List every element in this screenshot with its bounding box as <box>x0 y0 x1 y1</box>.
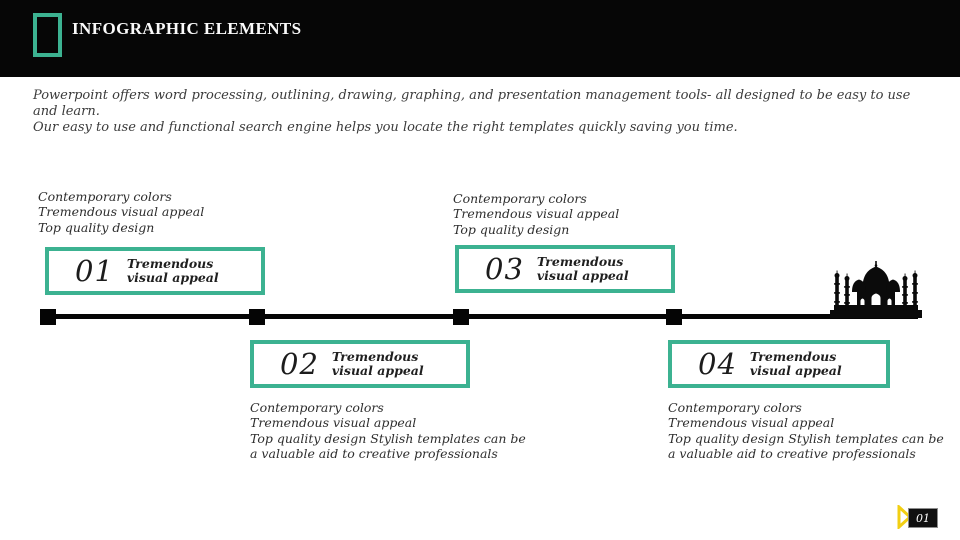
page-number-badge: 01 <box>908 508 938 528</box>
note-line: Contemporary colors <box>38 189 172 204</box>
step-number: 03 <box>485 251 524 286</box>
timeline-box-04: 04 Tremendous visual appeal <box>668 340 890 388</box>
step-label-line1: Tremendous <box>536 253 624 269</box>
note-line: Contemporary colors <box>453 191 587 206</box>
note-line: a valuable aid to creative professionals <box>250 446 498 462</box>
note-line: Top quality design <box>453 221 570 237</box>
step-label-line2: visual appeal <box>749 363 842 378</box>
intro-line-1: Powerpoint offers word processing, outli… <box>33 88 911 119</box>
note-block-02: Contemporary colors Tremendous visual ap… <box>250 400 526 462</box>
timeline-marker-04 <box>666 309 682 325</box>
note-line: a valuable aid to creative professionals <box>668 446 916 462</box>
note-line: Contemporary colors <box>668 400 802 415</box>
step-label: Tremendous visual appeal <box>536 253 629 284</box>
note-block-03: Contemporary colors Tremendous visual ap… <box>453 191 619 237</box>
timeline-line <box>40 314 918 319</box>
timeline-box-03: 03 Tremendous visual appeal <box>455 245 675 293</box>
step-label-line2: visual appeal <box>331 363 424 378</box>
intro-line-2: Our easy to use and functional search en… <box>33 120 738 135</box>
step-label-line1: Tremendous <box>331 348 419 364</box>
rectangle-outline-icon <box>33 13 62 57</box>
step-number: 01 <box>75 253 114 288</box>
step-number: 04 <box>698 346 737 381</box>
timeline-marker-03 <box>453 309 469 325</box>
step-number: 02 <box>280 346 319 381</box>
step-label: Tremendous visual appeal <box>126 255 219 286</box>
note-line: Tremendous visual appeal <box>38 204 205 220</box>
step-label-line1: Tremendous <box>126 255 214 271</box>
note-line: Top quality design Stylish templates can… <box>250 430 526 446</box>
note-line: Tremendous visual appeal <box>668 415 835 431</box>
step-label: Tremendous visual appeal <box>331 348 424 379</box>
timeline-marker-02 <box>249 309 265 325</box>
note-block-01: Contemporary colors Tremendous visual ap… <box>38 189 204 235</box>
note-block-04: Contemporary colors Tremendous visual ap… <box>668 400 944 462</box>
step-label-line1: Tremendous <box>749 348 837 364</box>
note-line: Top quality design Stylish templates can… <box>668 430 944 446</box>
header-bar: INFOGRAPHIC ELEMENTS <box>0 0 960 77</box>
note-line: Tremendous visual appeal <box>250 415 417 431</box>
note-line: Contemporary colors <box>250 400 384 415</box>
intro-paragraph: Powerpoint offers word processing, outli… <box>33 88 913 136</box>
page-title: INFOGRAPHIC ELEMENTS <box>72 19 302 38</box>
timeline-box-01: 01 Tremendous visual appeal <box>45 247 265 295</box>
step-label-line2: visual appeal <box>536 268 629 283</box>
step-label: Tremendous visual appeal <box>749 348 842 379</box>
timeline-box-02: 02 Tremendous visual appeal <box>250 340 470 388</box>
note-line: Tremendous visual appeal <box>453 206 620 222</box>
flag-icon <box>897 505 913 529</box>
step-label-line2: visual appeal <box>126 270 219 285</box>
note-line: Top quality design <box>38 219 155 235</box>
timeline-marker-01 <box>40 309 56 325</box>
taj-mahal-silhouette-icon <box>830 261 922 318</box>
